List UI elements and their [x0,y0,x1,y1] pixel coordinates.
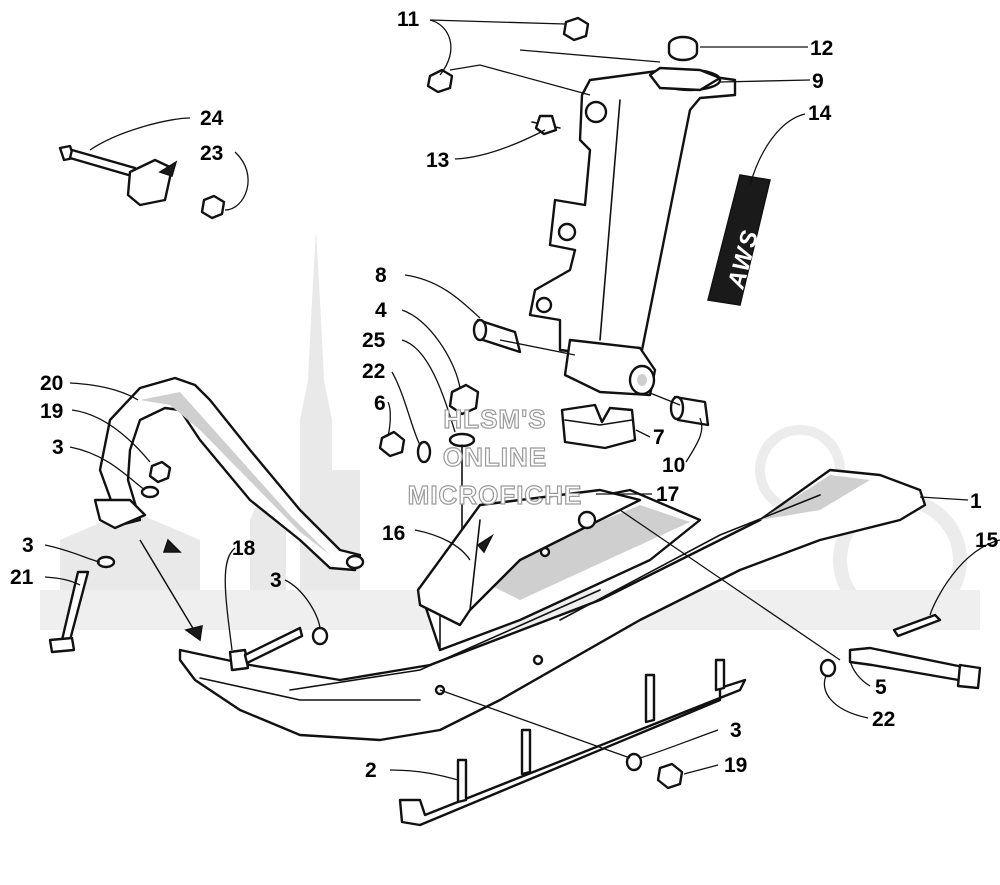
steering-spindle [528,66,737,397]
spacers-and-bushings [472,318,710,450]
callout-3-left: 3 [52,436,64,459]
wear-bar [398,658,747,827]
small-hardware-top [426,16,699,136]
watermark-text: HLSM'S ONLINE MICROFICHE [407,403,583,510]
callout-11: 11 [397,8,420,31]
callout-22-lower: 22 [872,708,895,731]
callout-22-upper: 22 [362,360,385,383]
callout-1: 1 [970,490,982,513]
watermark-line-3: MICROFICHE [408,480,583,510]
callout-10: 10 [662,454,685,477]
callout-labels: 11 12 9 14 13 24 23 8 4 25 22 6 7 10 20 … [10,8,999,782]
watermark-line-1: HLSM'S [443,404,546,434]
callout-19-right: 19 [724,754,747,777]
callout-3-lower-left: 3 [22,534,34,557]
callout-14: 14 [808,102,832,125]
callout-4: 4 [375,299,387,322]
callout-9: 9 [812,70,824,93]
bumper-hardware [58,144,226,220]
callout-18: 18 [232,537,256,560]
callout-24: 24 [200,107,224,130]
callout-5: 5 [875,676,887,699]
callout-21: 21 [10,566,34,589]
callout-8: 8 [375,264,387,287]
aws-decal: AWS [707,174,771,306]
callout-25: 25 [362,329,386,352]
callout-15: 15 [975,529,999,552]
callout-2: 2 [365,759,377,782]
ski-saddle [416,488,642,627]
callout-23: 23 [200,142,223,165]
callout-12: 12 [810,37,833,60]
callout-6: 6 [374,392,386,415]
callout-leaders [44,19,1000,781]
callout-19-left: 19 [40,400,63,423]
watermark-line-2: ONLINE [443,442,547,472]
callout-13: 13 [426,149,449,172]
ski-loop [93,376,365,572]
callout-3-right: 3 [730,719,742,742]
callout-20: 20 [40,372,63,395]
callout-3-middle: 3 [270,569,282,592]
direction-arrows [139,538,203,642]
callout-17: 17 [656,483,679,506]
callout-16: 16 [382,522,405,545]
callout-7: 7 [653,426,665,449]
